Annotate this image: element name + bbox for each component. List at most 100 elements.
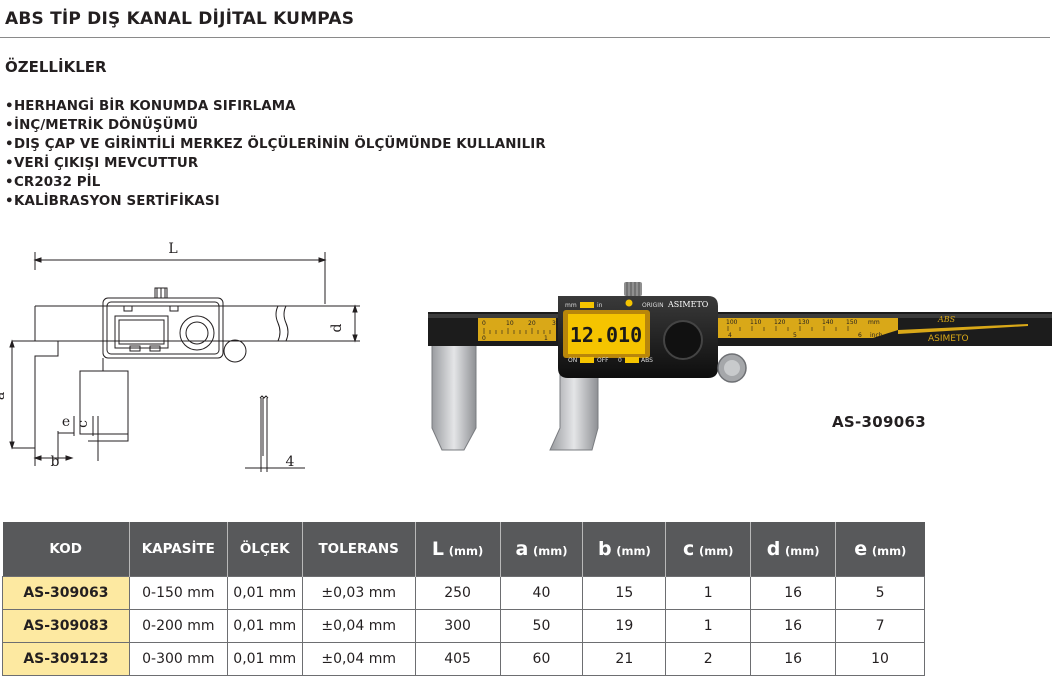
inch-tick-label: 5 — [793, 332, 797, 339]
inch-tick-label: 4 — [728, 332, 732, 339]
cell-d: 16 — [750, 642, 837, 676]
specifications-table: KOD KAPASİTE ÖLÇEK TOLERANS L (mm) a (mm… — [2, 522, 925, 676]
header-olcek: ÖLÇEK — [227, 522, 303, 577]
scale-tick-label: 10 — [506, 320, 514, 327]
cell-L: 300 — [414, 609, 501, 643]
features-heading: ÖZELLİKLER — [5, 58, 107, 76]
header-unit: (mm) — [448, 544, 484, 558]
brand-logo: ASIMETO — [928, 334, 969, 344]
header-label: e — [854, 538, 868, 560]
feature-item: •CR2032 PİL — [5, 173, 546, 192]
feature-item: •İNÇ/METRİK DÖNÜŞÜMÜ — [5, 116, 546, 135]
origin-label: ORIGIN — [642, 302, 664, 309]
scale-tick-label: 120 — [774, 319, 786, 326]
off-label: OFF — [597, 357, 609, 364]
scale-tick-label: 20 — [528, 320, 536, 327]
header-kod: KOD — [2, 522, 130, 577]
bullet: • — [5, 137, 14, 153]
feature-text: CR2032 PİL — [14, 175, 101, 191]
dim-label-a: a — [0, 392, 8, 400]
data-output-port — [663, 320, 703, 360]
dimension-diagram: L d a e c b 4 — [0, 241, 360, 472]
lcd-value: 12.010 — [570, 323, 642, 347]
feature-item: •KALİBRASYON SERTİFİKASI — [5, 192, 546, 211]
on-off-button[interactable] — [580, 357, 594, 363]
cell-kod: AS-309063 — [2, 576, 130, 610]
scale-tick-label: 100 — [726, 319, 738, 326]
cell-kapasite: 0-300 mm — [128, 642, 228, 676]
page-title: ABS TİP DIŞ KANAL DİJİTAL KUMPAS — [5, 9, 355, 29]
inch-tick-label: 6 — [858, 332, 862, 339]
cell-c: 1 — [665, 609, 752, 643]
feature-text: VERİ ÇIKIŞI MEVCUTTUR — [14, 156, 199, 172]
cell-tolerans: ±0,04 mm — [301, 642, 416, 676]
cell-kapasite: 0-200 mm — [128, 609, 228, 643]
mm-in-button[interactable] — [580, 302, 594, 308]
table-row: AS-309063 0-150 mm 0,01 mm ±0,03 mm 250 … — [2, 576, 925, 610]
cell-b: 15 — [582, 576, 667, 610]
scale-tick-label: 3 — [552, 320, 556, 327]
features-list: •HERHANGİ BİR KONUMDA SIFIRLAMA •İNÇ/MET… — [5, 97, 546, 212]
photo-model-label: AS-309063 — [832, 413, 926, 431]
header-label: KOD — [49, 541, 82, 557]
cell-b: 19 — [582, 609, 667, 643]
cell-c: 2 — [665, 642, 752, 676]
cell-kapasite: 0-150 mm — [128, 576, 228, 610]
bullet: • — [5, 118, 14, 134]
bullet: • — [5, 156, 14, 172]
feature-text: KALİBRASYON SERTİFİKASI — [14, 194, 220, 210]
header-unit: (mm) — [616, 544, 651, 558]
header-b: b (mm) — [582, 522, 667, 577]
scale-tick-label: 110 — [750, 319, 762, 326]
header-label: KAPASİTE — [141, 541, 215, 557]
body-brand-logo: ASIMETO — [667, 300, 709, 309]
dim-label-b: b — [51, 454, 60, 470]
dim-label-d: d — [329, 323, 345, 332]
header-unit: (mm) — [785, 544, 820, 558]
mm-label: mm — [565, 302, 577, 309]
dim-label-e: e — [62, 414, 70, 430]
cell-b: 21 — [582, 642, 667, 676]
cell-d: 16 — [750, 609, 837, 643]
cell-a: 50 — [499, 609, 584, 643]
dim-label-thickness: 4 — [286, 454, 295, 470]
table-header-row: KOD KAPASİTE ÖLÇEK TOLERANS L (mm) a (mm… — [2, 522, 925, 577]
feature-item: •HERHANGİ BİR KONUMDA SIFIRLAMA — [5, 97, 546, 116]
header-a: a (mm) — [500, 522, 584, 577]
cell-kod: AS-309123 — [2, 642, 130, 676]
header-unit: (mm) — [532, 544, 568, 558]
in-label: in — [597, 302, 603, 309]
cell-olcek: 0,01 mm — [226, 609, 303, 643]
cell-c: 1 — [665, 576, 752, 610]
abs-mark: ABS — [937, 315, 956, 324]
scale-tick-label: 130 — [798, 319, 810, 326]
cell-L: 405 — [414, 642, 501, 676]
scale-tick-label: 0 — [482, 320, 486, 327]
scale-tick-label: 140 — [822, 319, 834, 326]
table-row: AS-309083 0-200 mm 0,01 mm ±0,04 mm 300 … — [2, 609, 925, 643]
header-unit: (mm) — [698, 544, 734, 558]
header-c: c (mm) — [665, 522, 752, 577]
header-label: b — [597, 538, 612, 560]
inch-tick-label: 1 — [544, 335, 548, 342]
inch-tick-label: 0 — [482, 335, 486, 342]
cell-e: 5 — [835, 576, 925, 610]
header-unit: (mm) — [871, 544, 907, 558]
cell-L: 250 — [414, 576, 501, 610]
lcd-display — [568, 314, 645, 354]
scale-tick-label: 150 — [846, 319, 858, 326]
bullet: • — [5, 194, 14, 210]
cell-d: 16 — [750, 576, 837, 610]
fine-adjust-roller — [624, 282, 642, 296]
feature-text: İNÇ/METRİK DÖNÜŞÜMÜ — [14, 118, 199, 134]
feature-item: •DIŞ ÇAP VE GİRİNTİLİ MERKEZ ÖLÇÜLERİNİN… — [5, 135, 546, 154]
origin-button[interactable] — [625, 299, 633, 307]
zero-abs-button[interactable] — [625, 357, 639, 363]
header-label: c — [682, 538, 695, 560]
feature-text: DIŞ ÇAP VE GİRİNTİLİ MERKEZ ÖLÇÜLERİNİN … — [14, 137, 546, 153]
header-tolerans: TOLERANS — [302, 522, 416, 577]
on-label: ON — [568, 357, 577, 364]
cell-a: 40 — [499, 576, 584, 610]
header-label: ÖLÇEK — [239, 541, 290, 557]
cell-kod: AS-309083 — [2, 609, 130, 643]
